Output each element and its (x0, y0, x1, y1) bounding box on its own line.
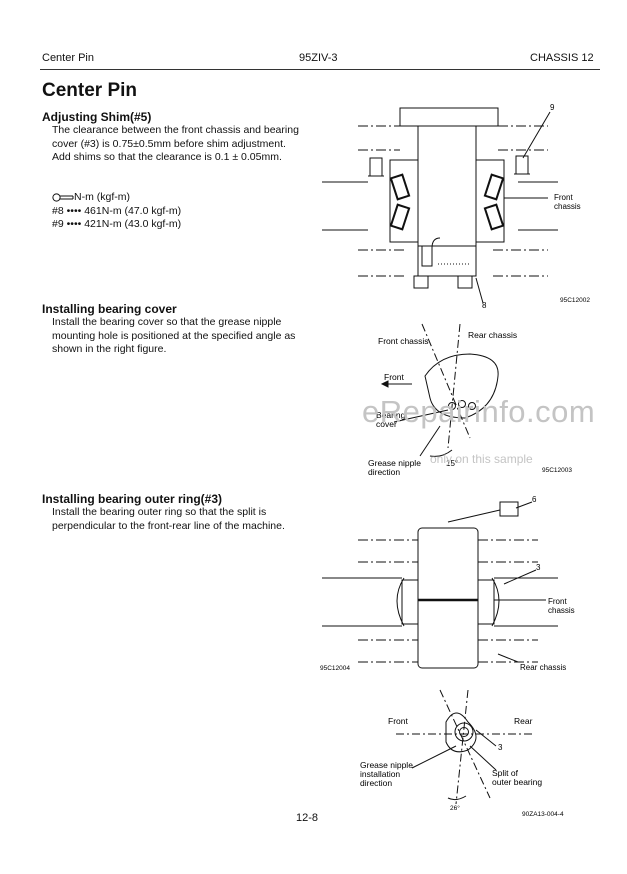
header-rule (40, 69, 600, 70)
section-heading-cover: Installing bearing cover (42, 302, 177, 316)
label-grease-line2: installation (360, 769, 400, 779)
section-body-cover: Install the bearing cover so that the gr… (52, 316, 314, 357)
label-angle-15: 15° (446, 459, 458, 468)
torque-unit: N-m (kgf-m) (74, 191, 130, 203)
figure-bearing-cover-angle: Front chassis Rear chassis Front Bearing… (368, 323, 572, 477)
text-line: Install the bearing cover so that the gr… (52, 316, 282, 328)
header-section-title: Center Pin (42, 52, 94, 64)
callout-9: 9 (550, 103, 555, 112)
text-line: perpendicular to the front-rear line of … (52, 519, 285, 532)
label-grease-line1: Grease nipple (368, 458, 421, 468)
torque-spec: N-m (kgf-m) #8 •••• 461N-m (47.0 kgf-m) … (52, 191, 181, 232)
figure-code: 95C12003 (542, 467, 572, 474)
text-line: The clearance between the front chassis … (52, 124, 299, 136)
label-bearing: Bearing (376, 410, 406, 420)
figure-code: 95C12002 (560, 297, 590, 304)
label-rear-chassis: Rear chassis (520, 663, 566, 672)
watermark-sub: only on this sample (430, 452, 533, 466)
label-split-line1: Split of (492, 768, 519, 778)
figure-code: 95C12004 (320, 665, 350, 672)
figure-code: 90ZA13-004-4 (522, 811, 564, 818)
torque-wrench-icon (52, 193, 74, 202)
torque-item-9: #9 •••• 421N-m (43.0 kgf-m) (52, 218, 182, 230)
label-front-chassis-line2: chassis (548, 606, 575, 615)
text-line: mounting hole is positioned at the speci… (52, 329, 296, 342)
label-grease-line3: direction (360, 778, 392, 788)
watermark: eRepairinfo.com (362, 394, 596, 429)
label-split-line2: outer bearing (492, 777, 542, 787)
torque-item-8: #8 •••• 461N-m (47.0 kgf-m) (52, 204, 182, 217)
callout-6: 6 (532, 495, 537, 504)
page-title: Center Pin (42, 80, 138, 101)
label-front-chassis-line1: Front (548, 597, 567, 606)
label-front: Front (388, 716, 408, 726)
text-line: Add shims so that the clearance is 0.1 ±… (52, 151, 282, 163)
callout-8: 8 (482, 301, 487, 310)
label-rear-chassis: Rear chassis (468, 330, 517, 340)
section-body-shim: The clearance between the front chassis … (52, 124, 314, 165)
callout-3: 3 (536, 563, 541, 572)
label-front-chassis: Front chassis (378, 336, 429, 346)
section-body-outer-ring: Install the bearing outer ring so that t… (52, 506, 314, 533)
figure-center-pin-section: 9 8 Front chassis 95C12002 (322, 103, 590, 310)
callout-3: 3 (498, 743, 503, 752)
label-angle-26: 26° (450, 804, 460, 812)
header-model: 95ZIV-3 (299, 52, 338, 64)
label-rear: Rear (514, 716, 533, 726)
label-grease-line2: direction (368, 467, 400, 477)
section-heading-outer-ring: Installing bearing outer ring(#3) (42, 492, 223, 506)
label-front-chassis-line2: chassis (554, 202, 581, 211)
text-line: cover (#3) is 0.75±0.5mm before shim adj… (52, 137, 286, 150)
page-number: 12-8 (296, 812, 319, 824)
label-front-chassis-line1: Front (554, 193, 573, 202)
figure-outer-ring-section: 6 3 Front chassis Rear chassis 95C12004 (320, 495, 575, 672)
label-front: Front (384, 372, 404, 382)
header-chapter: CHASSIS 12 (530, 52, 594, 64)
figure-outer-bearing-split: Front Rear 3 Grease nipple installation … (360, 689, 564, 818)
text-line: Install the bearing outer ring so that t… (52, 506, 267, 518)
label-cover: cover (376, 419, 397, 429)
section-heading-shim: Adjusting Shim(#5) (42, 110, 152, 124)
label-grease-line1: Grease nipple (360, 760, 413, 770)
text-line: shown in the right figure. (52, 343, 167, 355)
